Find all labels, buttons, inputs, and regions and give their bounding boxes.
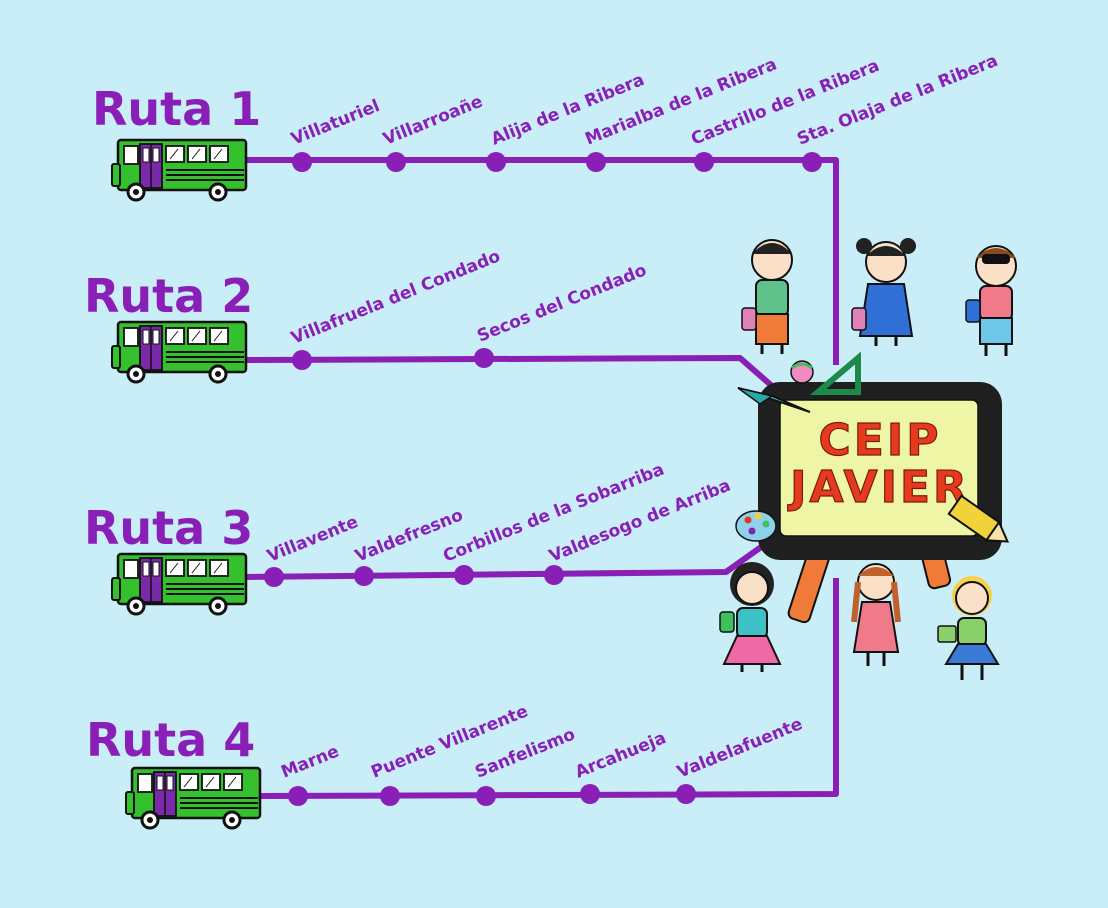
route-4: Ruta 4 Marne Puente Villarente Sanfelism…: [86, 701, 805, 830]
stop-label: Secos del Condado: [474, 260, 649, 346]
ball-stripe-icon: [791, 362, 813, 370]
stop-label: Marne: [278, 741, 341, 782]
stop-marker: [486, 152, 506, 172]
route-title: Ruta 2: [84, 269, 253, 323]
stop-marker: [802, 152, 822, 172]
stop-marker: [586, 152, 606, 172]
route-2-line: [245, 355, 774, 389]
stop-marker: [676, 784, 696, 804]
school-name-line2: JAVIER: [787, 462, 970, 513]
child-figure-icon: [937, 576, 1000, 680]
paper-plane-wing-icon: [737, 387, 774, 405]
stop-label: Villafruela del Condado: [288, 246, 503, 348]
stop-marker: [544, 565, 564, 585]
stop-label: Villavente: [264, 512, 361, 567]
route-title: Ruta 4: [86, 713, 255, 767]
stop-marker: [354, 566, 374, 586]
stop-marker: [292, 152, 312, 172]
set-square-icon: [809, 351, 861, 395]
school-name-line1: CEIP: [819, 415, 942, 466]
stop-label: Valdesogo de Arriba: [546, 475, 733, 566]
child-figure-icon: [965, 245, 1017, 356]
route-lines: [245, 157, 839, 799]
school-illustration: CEIP JAVIER: [735, 351, 1010, 624]
board-face: [779, 399, 979, 537]
paint-dot-icon: [748, 527, 756, 535]
stop-marker: [694, 152, 714, 172]
child-figure-icon: [851, 563, 901, 666]
route-3: Ruta 3 Villavente Valdefresno Corbillos …: [84, 459, 734, 616]
route-1: Ruta 1 Villaturiel Villarroañe Alija de …: [92, 51, 1001, 202]
stop-marker: [264, 567, 284, 587]
route-1-line: [246, 157, 839, 365]
stop-label: Sta. Olaja de la Ribera: [794, 51, 1000, 150]
stop-marker: [580, 784, 600, 804]
stop-label: Valdelafuente: [674, 714, 805, 782]
bus-icon: [124, 766, 262, 830]
stop-marker: [380, 786, 400, 806]
paint-dot-icon: [762, 520, 770, 528]
bus-icon: [110, 552, 248, 616]
stop-label: Villaturiel: [288, 96, 382, 150]
pencil-icon: [947, 494, 1010, 543]
stop-marker: [288, 786, 308, 806]
child-figure-icon: [851, 238, 916, 346]
route-4-line: [259, 578, 839, 799]
route-title: Ruta 1: [92, 82, 261, 136]
child-figure-icon: [719, 562, 782, 672]
stop-marker: [476, 786, 496, 806]
stop-marker: [474, 348, 494, 368]
route-3-line: [245, 542, 766, 580]
stop-label: Castrillo de la Ribera: [688, 56, 882, 150]
stop-marker: [386, 152, 406, 172]
paint-dot-icon: [754, 512, 762, 520]
paint-dot-icon: [744, 516, 752, 524]
route-title: Ruta 3: [84, 501, 253, 555]
stop-label: Arcahueja: [572, 728, 669, 783]
stop-label: Villarroañe: [380, 92, 485, 150]
stop-marker: [292, 350, 312, 370]
child-figure-icon: [741, 239, 793, 354]
bus-icon: [110, 320, 248, 384]
stop-label: Alija de la Ribera: [488, 70, 647, 150]
stop-marker: [454, 565, 474, 585]
bus-icon: [110, 138, 248, 202]
